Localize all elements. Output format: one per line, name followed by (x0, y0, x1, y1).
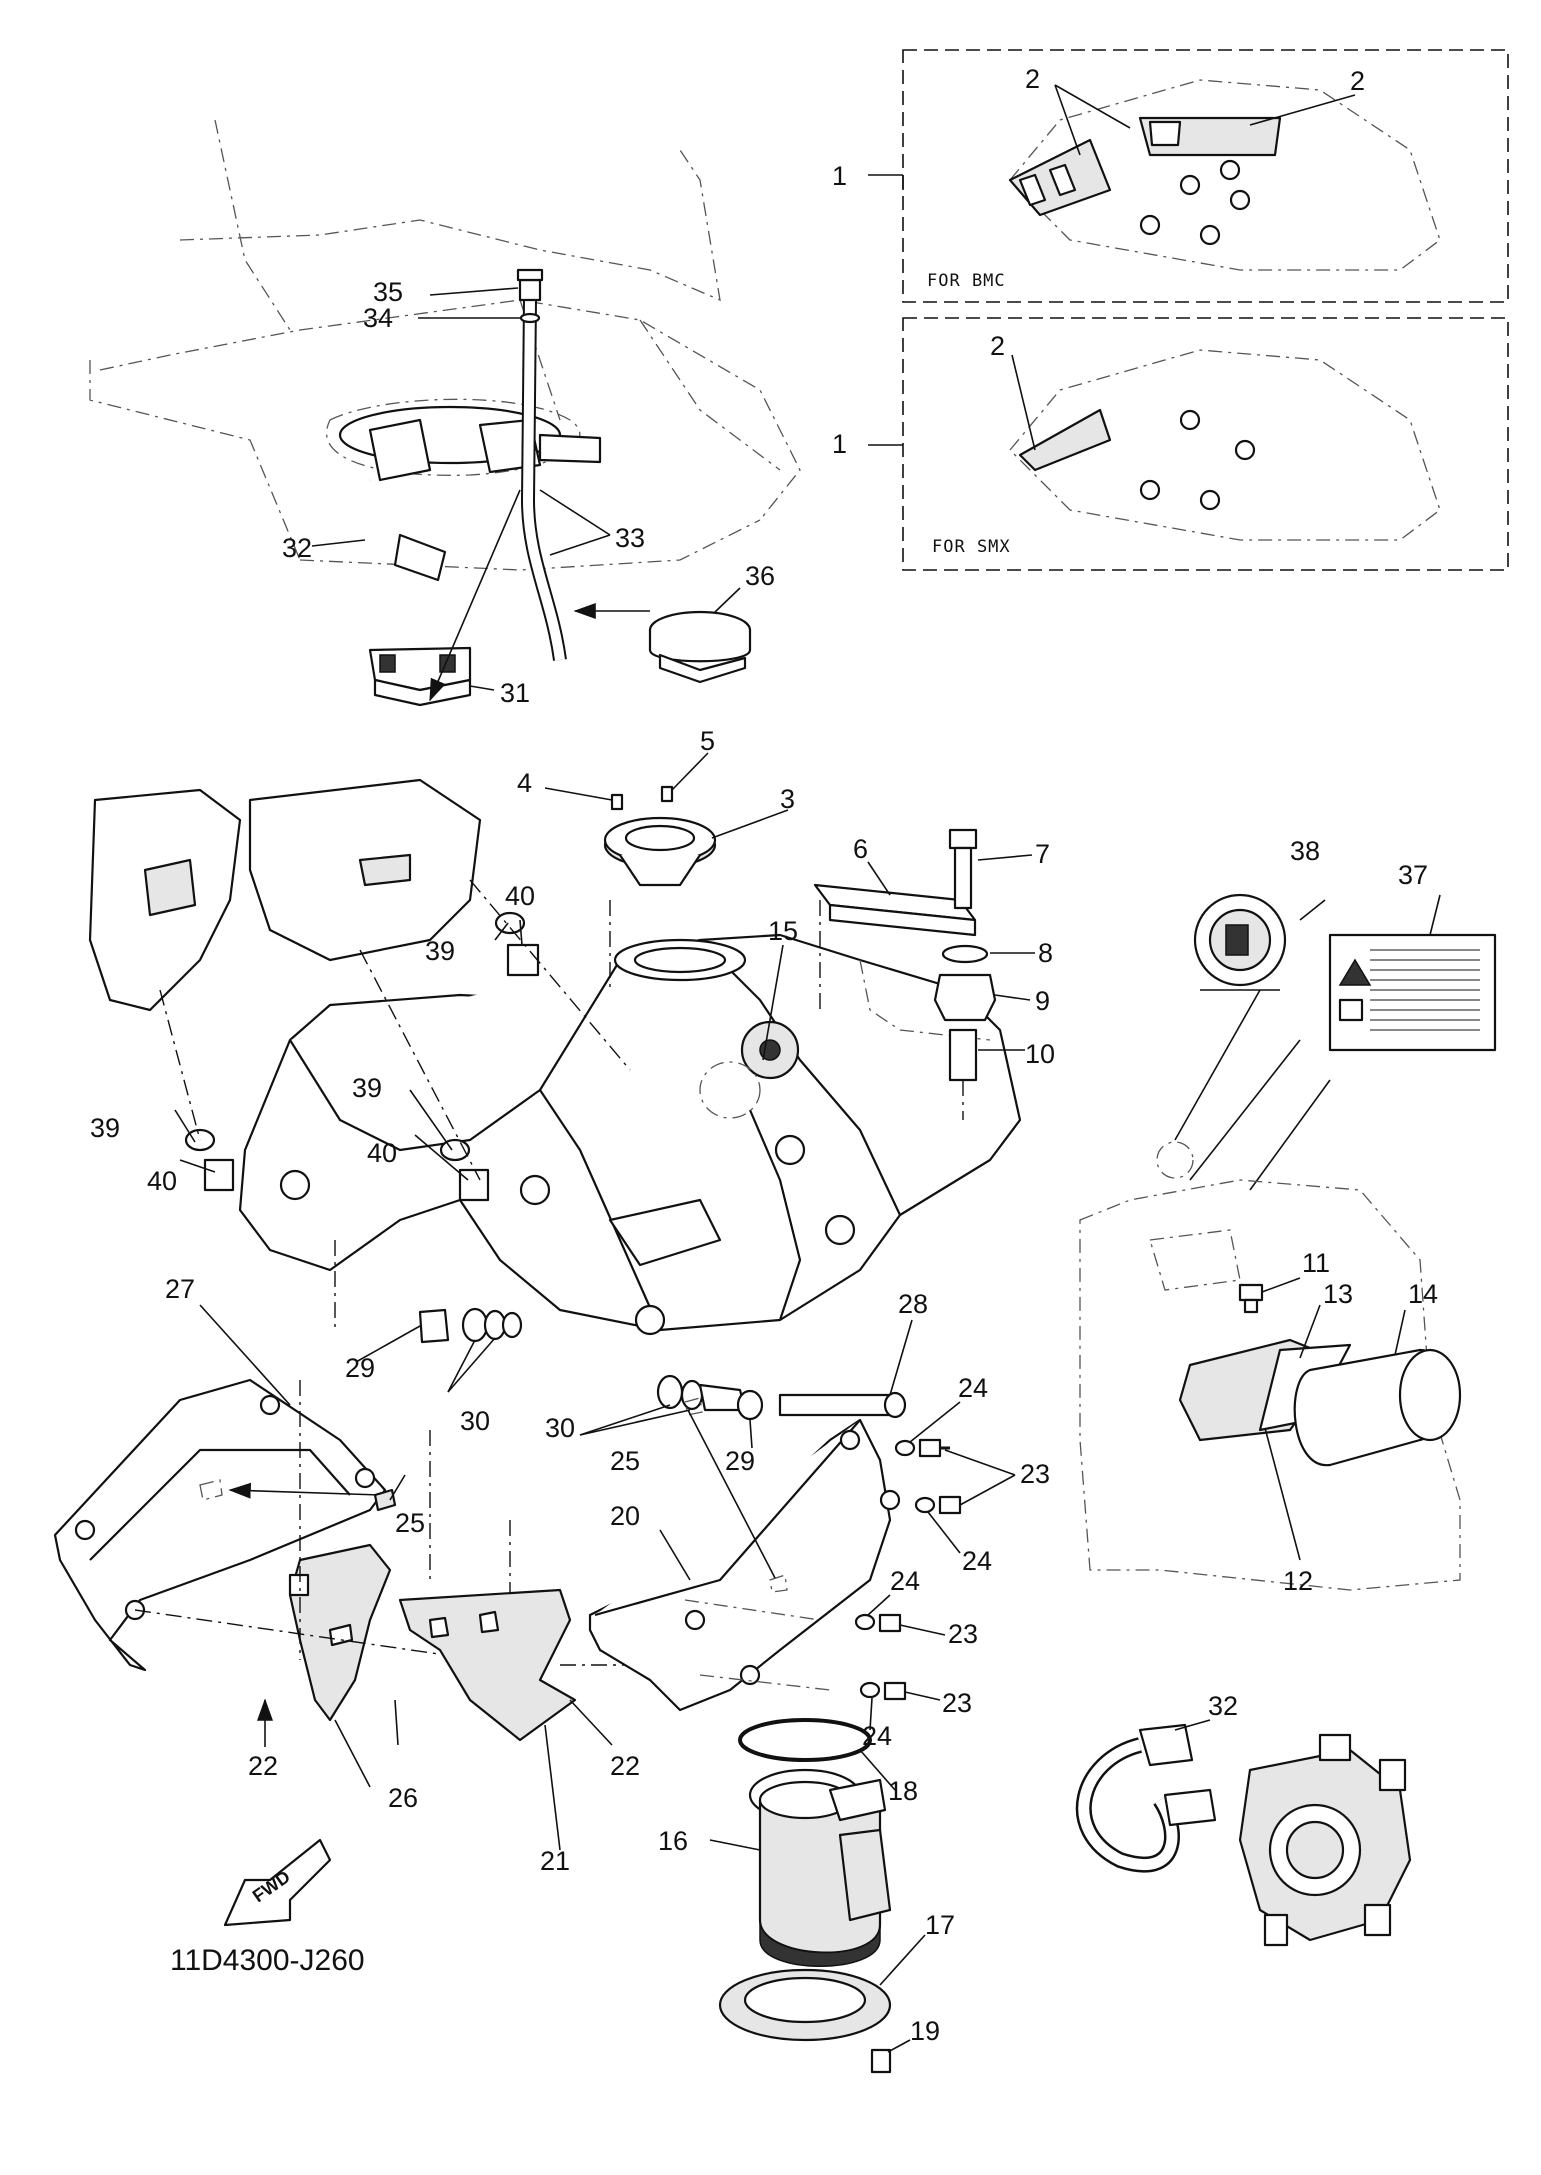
callout-31: 31 (500, 678, 530, 708)
callout-22: 22 (248, 1751, 278, 1781)
callout-23: 23 (948, 1619, 978, 1649)
callout-25: 25 (395, 1508, 425, 1538)
callout-2: 2 (990, 331, 1005, 361)
inset-label-smx: FOR SMX (932, 537, 1011, 557)
callout-39: 39 (90, 1113, 120, 1143)
callout-2: 2 (1025, 64, 1040, 94)
callout-37: 37 (1398, 860, 1428, 890)
callout-5: 5 (700, 726, 715, 756)
callout-30: 30 (545, 1413, 575, 1443)
fuel-pump (709, 1718, 926, 2074)
callout-29: 29 (345, 1353, 375, 1383)
fuel-tank-assembly (88, 752, 1035, 1336)
callout-32: 32 (282, 533, 312, 563)
fwd-arrow: FWD (223, 1838, 332, 1927)
callout-2: 2 (1350, 66, 1365, 96)
callout-1: 1 (832, 161, 847, 191)
callout-11: 11 (1302, 1248, 1330, 1278)
callout-7: 7 (1035, 839, 1050, 869)
callout-28: 28 (898, 1289, 928, 1319)
callout-30: 30 (460, 1406, 490, 1436)
callout-9: 9 (1035, 986, 1050, 1016)
callout-40: 40 (147, 1166, 177, 1196)
callout-26: 26 (388, 1783, 418, 1813)
callout-6: 6 (853, 834, 868, 864)
callout-22: 22 (610, 1751, 640, 1781)
callout-10: 10 (1025, 1039, 1055, 1069)
callout-14: 14 (1408, 1279, 1438, 1309)
lower-covers (53, 1240, 1016, 1851)
callout-36: 36 (745, 561, 775, 591)
callout-29: 29 (725, 1446, 755, 1476)
callout-33: 33 (615, 523, 645, 553)
callout-16: 16 (658, 1826, 688, 1856)
callout-23: 23 (1020, 1459, 1050, 1489)
callout-18: 18 (888, 1776, 918, 1806)
smx-inset: FOR SMX (868, 317, 1509, 571)
callout-19: 19 (910, 2016, 940, 2046)
callout-8: 8 (1038, 938, 1053, 968)
callout-25: 25 (610, 1446, 640, 1476)
callout-12: 12 (1283, 1566, 1313, 1596)
callout-40: 40 (505, 881, 535, 911)
callout-39: 39 (352, 1073, 382, 1103)
callout-39: 39 (425, 936, 455, 966)
callout-21: 21 (540, 1846, 570, 1876)
callout-3: 3 (780, 784, 795, 814)
callout-38: 38 (1290, 836, 1320, 866)
diagram-code: 11D4300-J260 (170, 1944, 365, 1977)
callout-35: 35 (373, 277, 403, 307)
hose-and-throttle-body (1075, 1719, 1412, 1947)
callout-24: 24 (890, 1566, 920, 1596)
labels-and-cover (1079, 893, 1497, 1591)
callout-40: 40 (367, 1138, 397, 1168)
callout-17: 17 (925, 1910, 955, 1940)
callout-15: 15 (768, 916, 798, 946)
callout-32: 32 (1208, 1691, 1238, 1721)
breather-hose-detail (89, 119, 801, 707)
callout-24: 24 (862, 1721, 892, 1751)
bmc-inset: FOR BMC (868, 49, 1509, 303)
callout-1: 1 (832, 429, 847, 459)
callout-27: 27 (165, 1274, 195, 1304)
callout-34: 34 (363, 303, 393, 333)
callout-20: 20 (610, 1501, 640, 1531)
callout-23: 23 (942, 1688, 972, 1718)
callout-24: 24 (962, 1546, 992, 1576)
callout-24: 24 (958, 1373, 988, 1403)
callout-labels: 1 2 2 1 2 3 4 5 6 7 8 9 10 11 12 13 14 1… (90, 64, 1438, 2046)
inset-label-bmc: FOR BMC (927, 271, 1006, 291)
callout-4: 4 (517, 768, 532, 798)
callout-13: 13 (1323, 1279, 1353, 1309)
